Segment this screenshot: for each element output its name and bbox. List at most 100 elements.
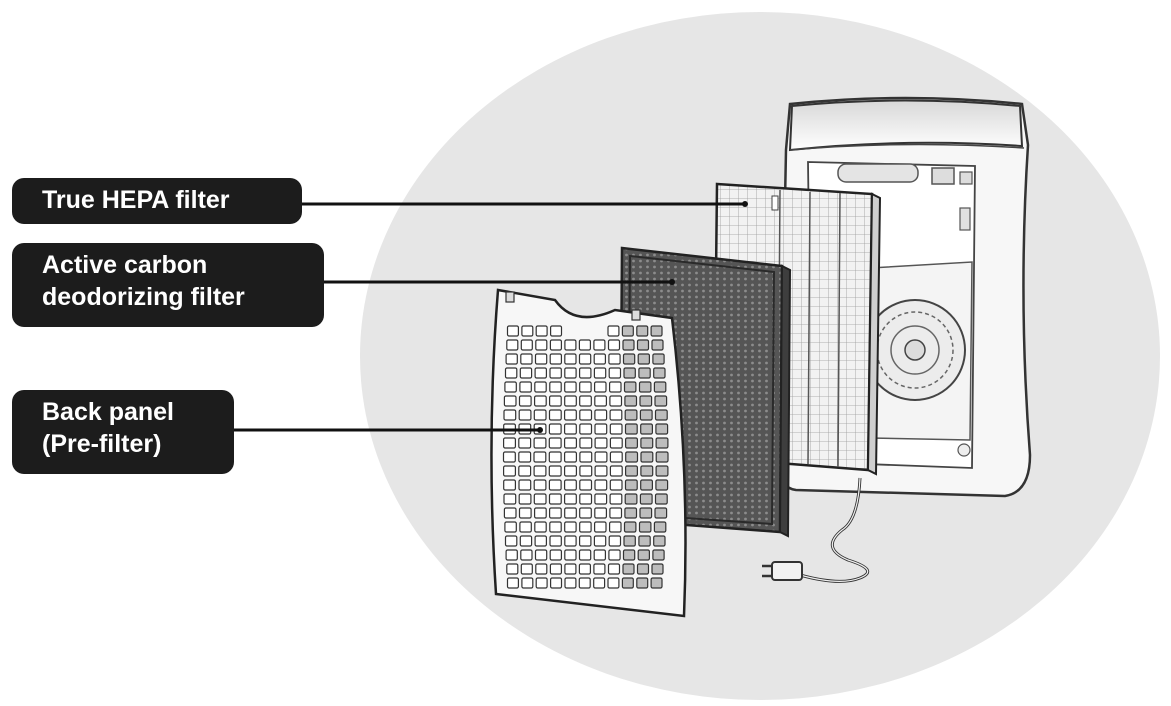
grille-opening [504,367,518,379]
grille-opening [533,437,547,449]
grille-opening [653,521,667,533]
grille-opening [653,535,666,547]
grille-opening [549,521,562,533]
grille-opening [535,339,548,351]
grille-opening [652,353,665,365]
grille-opening [563,409,577,421]
grille-opening [624,409,638,421]
grille-opening [535,577,548,589]
grille-opening [650,325,663,337]
grille-opening [519,381,532,393]
label-line: (Pre-filter) [42,430,162,458]
grille-opening [579,479,593,491]
grille-opening [520,353,533,365]
grille-opening [533,451,547,463]
grille-opening [608,367,622,379]
pre-filter-grille [502,325,669,589]
grille-opening [548,409,562,421]
grille-opening [506,577,519,589]
grille-opening [655,451,669,463]
grille-opening [518,507,532,519]
grille-opening [655,465,669,477]
grille-opening [503,409,517,421]
grille-opening [549,563,563,575]
grille-opening [638,367,651,379]
grille-opening [624,465,638,477]
grille-opening [654,507,668,519]
grille-opening [655,479,669,491]
grille-opening [653,381,667,393]
grille-opening [640,423,654,435]
grille-opening [622,549,636,561]
grille-opening [640,465,654,477]
grille-opening [533,409,547,421]
grille-opening [520,339,533,351]
grille-opening [503,437,517,449]
grille-opening [578,563,592,575]
grille-opening [609,479,623,491]
grille-opening [655,437,669,449]
grille-opening [548,395,562,407]
grille-opening [594,479,608,491]
grille-opening [622,353,636,365]
grille-opening [534,353,548,365]
grille-opening [594,465,608,477]
grille-opening [624,479,638,491]
grille-opening [533,493,547,505]
grille-opening [653,367,666,379]
grille-opening [593,367,607,379]
grille-opening [579,507,592,519]
grille-opening [579,521,592,533]
grille-opening [579,437,593,449]
grille-opening [578,549,592,561]
label-line: deodorizing filter [42,283,245,311]
grille-opening [549,325,563,337]
grille-opening [579,395,592,407]
grille-opening [578,577,591,589]
grille-opening [505,353,518,365]
grille-opening [564,577,577,589]
grille-opening [564,367,577,379]
grille-opening [520,563,533,575]
grille-opening [564,521,577,533]
grille-opening [533,479,547,491]
grille-opening [623,367,636,379]
grille-opening [504,535,518,547]
grille-opening [518,395,532,407]
label-true-hepa-filter: True HEPA filter [12,178,302,224]
grille-opening [608,549,621,561]
grille-opening [640,451,654,463]
grille-opening [505,549,518,561]
grille-opening [625,451,639,463]
grille-opening [621,325,634,337]
grille-opening [609,507,623,519]
grille-opening [579,409,593,421]
grille-opening [535,563,548,575]
grille-opening [579,465,593,477]
back-panel [490,288,687,618]
grille-opening [564,535,577,547]
grille-opening [623,521,637,533]
grille-opening [503,507,517,519]
grille-opening [519,535,533,547]
grille-opening [578,353,592,365]
power-cord [762,477,870,583]
grille-opening [564,507,577,519]
grille-opening [548,423,562,435]
grille-opening [578,535,592,547]
grille-opening [622,563,635,575]
grille-opening [636,325,649,337]
grille-opening [518,437,532,449]
grille-opening [651,563,664,575]
grille-opening [563,423,577,435]
grille-opening [549,367,562,379]
grille-opening [518,409,532,421]
grille-opening [503,395,517,407]
grille-opening [636,563,650,575]
grille-opening [593,381,607,393]
grille-opening [533,507,547,519]
grille-opening [564,381,577,393]
grille-opening [639,395,653,407]
grille-opening [518,479,532,491]
grille-opening [564,395,577,407]
